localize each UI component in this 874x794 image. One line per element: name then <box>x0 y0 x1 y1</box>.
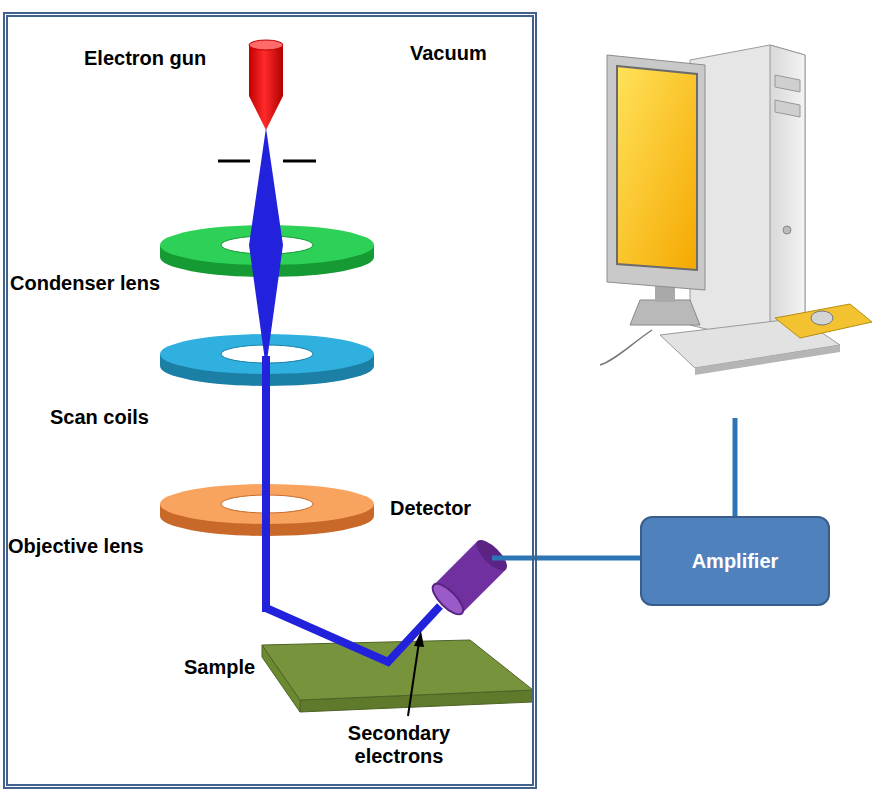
part-label: Detector <box>390 497 471 520</box>
electron-beam <box>249 128 440 662</box>
part-label: Secondary electrons <box>338 722 460 768</box>
amplifier-box: Amplifier <box>640 516 830 606</box>
computer <box>600 45 872 375</box>
vacuum-chamber: Vacuum <box>3 12 537 789</box>
box-label: Amplifier <box>692 549 779 573</box>
part-label: Scan coils <box>50 406 149 429</box>
part-label: Objective lens <box>8 535 144 558</box>
part-label: Sample <box>184 656 255 679</box>
part-label: Condenser lens <box>10 272 160 295</box>
electron-gun <box>249 40 283 130</box>
detector <box>428 535 511 618</box>
part-label: Electron gun <box>84 47 206 70</box>
region-label: Vacuum <box>410 41 487 65</box>
leader-arrow <box>408 631 424 716</box>
